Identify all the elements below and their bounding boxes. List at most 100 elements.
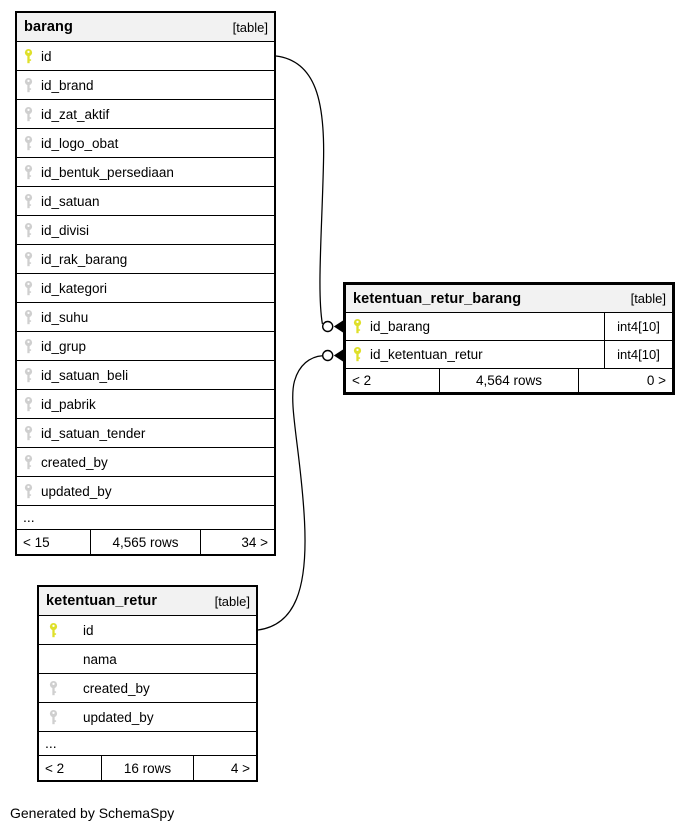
- table-type-tag: [table]: [232, 19, 268, 35]
- relationship-ketentuan_retur-ketentuan_retur_barang: [257, 349, 343, 631]
- column-row-id_brand[interactable]: id_brand: [17, 71, 274, 100]
- column-type: int4[10]: [604, 341, 672, 368]
- column-row-id_bentuk_persediaan[interactable]: id_bentuk_persediaan: [17, 158, 274, 187]
- column-main: id_brand: [17, 71, 274, 99]
- foreign-key-icon: [24, 454, 33, 469]
- footer-children-count: < 15: [23, 534, 50, 550]
- table-node-barang[interactable]: barang[table] id id_brand id_zat_aktif id_lo…: [15, 11, 276, 556]
- column-row-created_by[interactable]: created_by: [39, 674, 256, 703]
- column-name: id_zat_aktif: [41, 106, 110, 122]
- column-row-id_grup[interactable]: id_grup: [17, 332, 274, 361]
- column-main: nama: [39, 645, 256, 673]
- column-row-id_logo_obat[interactable]: id_logo_obat: [17, 129, 274, 158]
- column-row-id[interactable]: id: [17, 42, 274, 71]
- relationship-barang-ketentuan_retur_barang: [275, 55, 343, 333]
- column-row-updated_by[interactable]: updated_by: [39, 703, 256, 732]
- footer-row-count: 4,564 rows: [438, 369, 580, 392]
- more-columns-ellipsis: ...: [17, 506, 274, 530]
- column-name: id_satuan_beli: [41, 367, 129, 383]
- column-main: id_rak_barang: [17, 245, 274, 273]
- cardinality-circle-icon: [322, 320, 334, 333]
- table-name: ketentuan_retur: [46, 593, 158, 609]
- column-row-id_zat_aktif[interactable]: id_zat_aktif: [17, 100, 274, 129]
- column-main: id_ketentuan_retur: [346, 341, 604, 368]
- foreign-key-icon: [24, 77, 33, 92]
- column-row-id_kategori[interactable]: id_kategori: [17, 274, 274, 303]
- column-main: created_by: [39, 674, 256, 702]
- table-header-ketentuan_retur[interactable]: ketentuan_retur [table]: [39, 587, 256, 616]
- column-row-id_satuan_beli[interactable]: id_satuan_beli: [17, 361, 274, 390]
- column-row-id_pabrik[interactable]: id_pabrik: [17, 390, 274, 419]
- foreign-key-icon: [24, 251, 33, 266]
- table-name: ketentuan_retur_barang: [353, 290, 522, 307]
- column-name: id_satuan_tender: [41, 425, 146, 441]
- no-key-icon: [48, 651, 59, 668]
- column-name: id_kategori: [41, 280, 108, 296]
- column-row-id[interactable]: id: [39, 616, 256, 645]
- column-main: id_barang: [346, 313, 604, 340]
- foreign-key-icon: [24, 483, 33, 498]
- column-name: id_divisi: [41, 222, 90, 238]
- footer-children-count: < 2: [45, 760, 65, 776]
- column-main: updated_by: [39, 703, 256, 731]
- column-main: id_pabrik: [17, 390, 274, 418]
- foreign-key-icon: [24, 193, 33, 208]
- column-row-created_by[interactable]: created_by: [17, 448, 274, 477]
- column-row-id_satuan_tender[interactable]: id_satuan_tender: [17, 419, 274, 448]
- foreign-key-icon: [24, 396, 33, 411]
- column-main: id_satuan_beli: [17, 361, 274, 389]
- foreign-key-icon: [24, 222, 33, 237]
- table-type-tag: [table]: [630, 291, 666, 306]
- cardinality-circle-icon: [322, 349, 334, 362]
- column-row-nama[interactable]: nama: [39, 645, 256, 674]
- column-main: id_logo_obat: [17, 129, 274, 157]
- column-main: created_by: [17, 448, 274, 476]
- column-row-id_rak_barang[interactable]: id_rak_barang: [17, 245, 274, 274]
- footer-parents-count: 0 >: [646, 373, 666, 388]
- foreign-key-icon: [24, 338, 33, 353]
- column-name: created_by: [41, 454, 108, 470]
- relationship-line: [275, 55, 325, 325]
- column-main: id_grup: [17, 332, 274, 360]
- table-header-barang[interactable]: barang[table]: [17, 13, 274, 42]
- column-name: id_grup: [41, 338, 87, 354]
- foreign-key-icon: [24, 135, 33, 150]
- more-columns-ellipsis: ...: [39, 732, 256, 756]
- foreign-key-icon: [24, 367, 33, 382]
- relationship-line: [257, 355, 323, 631]
- table-type-tag: [table]: [214, 593, 250, 609]
- column-name: created_by: [83, 680, 150, 696]
- arrowhead-icon: [333, 349, 343, 362]
- column-name: updated_by: [41, 483, 112, 499]
- primary-key-icon: [49, 622, 58, 637]
- footer-row-count: 16 rows: [100, 756, 195, 780]
- column-name: id: [83, 622, 94, 638]
- column-row-id_suhu[interactable]: id_suhu: [17, 303, 274, 332]
- column-row-updated_by[interactable]: updated_by: [17, 477, 274, 506]
- column-name: id_bentuk_persediaan: [41, 164, 174, 180]
- table-header-ketentuan_retur_barang[interactable]: ketentuan_retur_barang [table]: [346, 285, 672, 313]
- column-name: id_suhu: [41, 309, 89, 325]
- foreign-key-icon: [24, 106, 33, 121]
- footer-parents-count: 34 >: [241, 534, 268, 550]
- foreign-key-icon: [24, 164, 33, 179]
- primary-key-icon: [353, 347, 362, 362]
- column-name: updated_by: [83, 709, 154, 725]
- foreign-key-icon: [49, 709, 58, 724]
- column-main: id_satuan_tender: [17, 419, 274, 447]
- column-name: id_brand: [41, 77, 94, 93]
- column-row-id_divisi[interactable]: id_divisi: [17, 216, 274, 245]
- column-row-id_satuan[interactable]: id_satuan: [17, 187, 274, 216]
- column-main: id_suhu: [17, 303, 274, 331]
- arrowhead-icon: [333, 320, 343, 333]
- column-name: nama: [83, 651, 117, 667]
- column-name: id: [41, 48, 52, 64]
